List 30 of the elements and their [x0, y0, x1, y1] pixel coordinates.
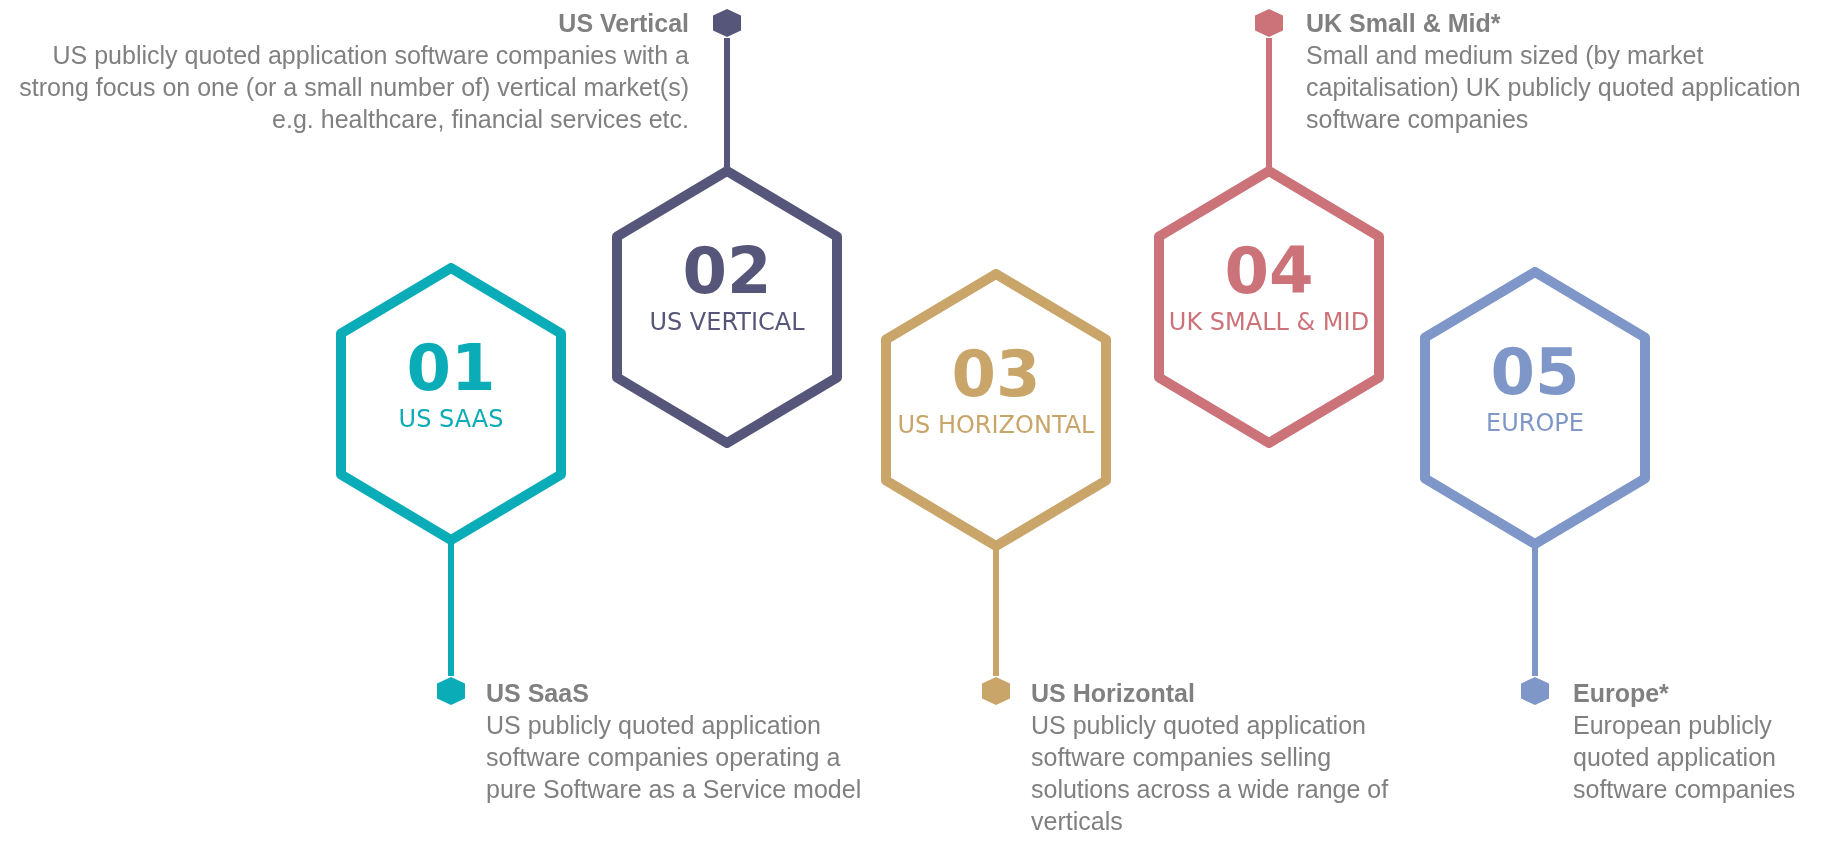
- leader-line: [448, 543, 454, 676]
- segment-name: US HORIZONTAL: [896, 411, 1096, 439]
- leader-line: [1532, 547, 1538, 676]
- segment-number: 04: [1223, 236, 1315, 306]
- category-description: US publicly quoted application software companies selling solutions across a wide range of verticals: [1031, 710, 1390, 837]
- category-description: US publicly quoted application software companies operating a pure Software as a Service model: [486, 710, 863, 805]
- category-description: European publicly quoted application software companies: [1573, 710, 1797, 805]
- category-description: Small and medium sized (by market capitalisation) UK publicly quoted application software companies: [1306, 40, 1802, 135]
- segment-number: 02: [681, 236, 773, 306]
- hexagon-node: [1154, 166, 1384, 448]
- segment-name: US VERTICAL: [648, 308, 806, 336]
- leader-line: [993, 549, 999, 676]
- segment-number: 03: [950, 339, 1042, 409]
- category-heading: US SaaS: [486, 678, 590, 709]
- category-heading: US Vertical: [557, 8, 689, 39]
- hexagon-node: [336, 263, 566, 545]
- segment-name: UK SMALL & MID: [1167, 308, 1371, 336]
- category-description: US publicly quoted application software companies with a strong focus on one (or a small number of) vertical market(s) e.g. healthcare, financial services etc.: [18, 40, 689, 135]
- segment-number: 01: [405, 333, 497, 403]
- category-heading: Europe*: [1573, 678, 1670, 709]
- leader-line: [1266, 38, 1272, 168]
- segment-name: US SAAS: [397, 405, 505, 433]
- segment-number: 05: [1489, 337, 1581, 407]
- segment-name: EUROPE: [1485, 409, 1585, 437]
- hexagon-node: [881, 269, 1111, 551]
- category-heading: US Horizontal: [1031, 678, 1196, 709]
- leader-line: [724, 38, 730, 168]
- category-heading: UK Small & Mid*: [1306, 8, 1502, 39]
- hexagon-node: [1420, 267, 1650, 549]
- hexagon-node: [612, 166, 842, 448]
